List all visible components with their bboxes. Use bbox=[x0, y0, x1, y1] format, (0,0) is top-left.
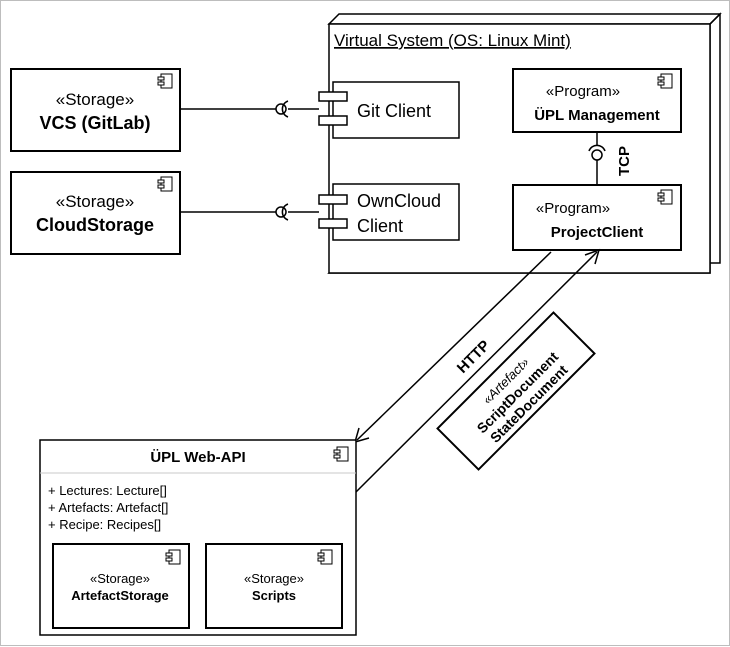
tcp-connector: TCP bbox=[588, 132, 633, 185]
cloud-name: CloudStorage bbox=[36, 215, 154, 235]
web-api-attribute: + Artefacts: Artefact[] bbox=[48, 500, 168, 515]
project-client-name: ProjectClient bbox=[551, 224, 644, 241]
owncloud-client-line1: OwnCloud bbox=[357, 191, 441, 211]
vcs-storage-component[interactable]: «Storage» VCS (GitLab) bbox=[10, 68, 181, 152]
scripts-stereotype: «Storage» bbox=[244, 571, 304, 586]
artefact-document[interactable]: «Artefact» ScriptDocument StateDocument bbox=[436, 311, 596, 471]
artefact-storage-component[interactable]: «Storage» ArtefactStorage bbox=[52, 543, 190, 629]
upl-management-name: ÜPL Management bbox=[534, 107, 660, 124]
artefact-storage-stereotype: «Storage» bbox=[90, 571, 150, 586]
web-api-attribute: + Lectures: Lecture[] bbox=[48, 483, 167, 498]
git-client-component[interactable]: Git Client bbox=[318, 81, 460, 139]
cloud-storage-component[interactable]: «Storage» CloudStorage bbox=[10, 171, 181, 255]
scripts-name: Scripts bbox=[252, 588, 296, 603]
vcs-name: VCS (GitLab) bbox=[40, 113, 151, 133]
scripts-storage-component[interactable]: «Storage» Scripts bbox=[205, 543, 343, 629]
artefact-storage-name: ArtefactStorage bbox=[71, 588, 169, 603]
cloud-connector bbox=[181, 203, 319, 221]
tcp-label: TCP bbox=[616, 146, 633, 176]
project-client-component[interactable]: «Program» ProjectClient bbox=[512, 184, 682, 251]
upl-management-component[interactable]: «Program» ÜPL Management bbox=[512, 68, 682, 133]
project-client-stereotype: «Program» bbox=[536, 200, 610, 217]
git-client-name: Git Client bbox=[357, 101, 431, 121]
node-title: Virtual System (OS: Linux Mint) bbox=[334, 31, 571, 50]
cloud-stereotype: «Storage» bbox=[56, 192, 134, 211]
owncloud-client-component[interactable]: OwnCloud Client bbox=[318, 183, 460, 241]
http-label: HTTP bbox=[454, 337, 494, 377]
upl-management-stereotype: «Program» bbox=[546, 83, 620, 100]
http-response-arrow bbox=[355, 248, 601, 493]
web-api-attribute: + Recipe: Recipes[] bbox=[48, 517, 161, 532]
owncloud-client-line2: Client bbox=[357, 216, 403, 236]
vcs-stereotype: «Storage» bbox=[56, 90, 134, 109]
web-api-title: ÜPL Web-API bbox=[150, 449, 245, 466]
